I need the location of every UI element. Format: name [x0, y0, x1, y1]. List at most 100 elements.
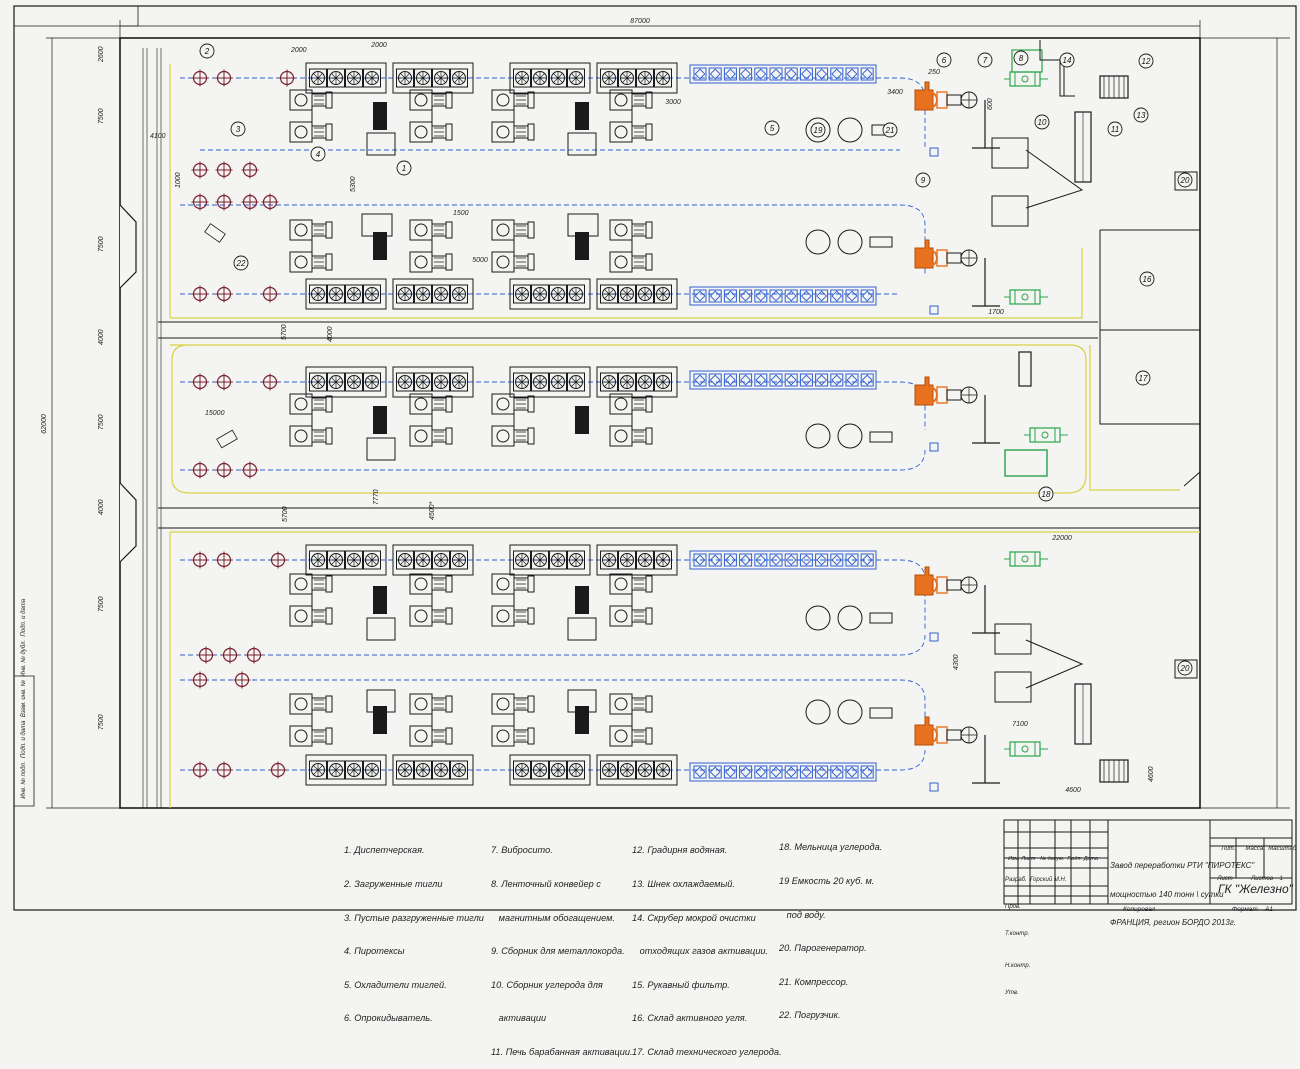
legend-item: 15. Рукавный фильтр. [632, 979, 730, 990]
fan-icon [567, 760, 585, 780]
tb-title-line: мощностью 140 тонн \ сутки [1110, 889, 1224, 899]
dim-text: 4100 [150, 133, 166, 140]
dim-text: 1500 [453, 210, 469, 217]
conveyor-belt [972, 585, 1000, 634]
dim-text: 4000 [98, 499, 105, 515]
cooler-frame [305, 62, 387, 94]
pyrotex-icon [491, 219, 535, 241]
fan-icon [636, 550, 654, 570]
legend-item: 14. Скрубер мокрой очистки [632, 912, 756, 923]
pyrotex-icon [289, 121, 333, 143]
conveyor-cell-icon [784, 67, 798, 81]
tipper-icon [914, 376, 978, 406]
fan-icon [432, 372, 450, 392]
legend-item: 9. Сборник для металлокорда. [491, 946, 625, 957]
legend-item: 4. Пиротексы [344, 946, 405, 957]
fan-icon [327, 284, 345, 304]
callout-bubble [1177, 172, 1193, 188]
pyrotex-icon [409, 121, 453, 143]
legend-item: активации [491, 1013, 547, 1024]
crucible-icon [277, 68, 297, 88]
fan-icon [396, 550, 414, 570]
tb-lit-head: Масштаб [1268, 846, 1297, 852]
pyrotex-core [575, 406, 589, 434]
callout-bubble [1107, 121, 1123, 137]
fan-icon [618, 760, 636, 780]
legend-column-4: 18. Мельница углерода. 19 Емкость 20 куб… [779, 820, 882, 1033]
fan-icon [396, 284, 414, 304]
callout-number: 11 [1111, 125, 1119, 134]
tb-head: Изм. [1008, 856, 1020, 862]
conveyor-cell-icon [799, 67, 813, 81]
dim-text: 2600 [98, 46, 105, 63]
fan-icon [618, 284, 636, 304]
legend-column-3: 12. Градирня водяная. 13. Шнек охлаждаем… [632, 823, 782, 1069]
tb-copied: Копировал [1123, 906, 1156, 913]
fan-icon [513, 68, 531, 88]
tb-role: Н.контр. [1005, 963, 1031, 969]
carbon-collector [991, 137, 1029, 169]
legend-item: 3. Пустые разгруженные тигли [344, 912, 484, 923]
fan-icon [414, 550, 432, 570]
fan-icon [396, 372, 414, 392]
fan-icon [345, 284, 363, 304]
legend-item: 17. Склад технического углерода. [632, 1047, 782, 1058]
callout-bubble [1138, 53, 1154, 69]
crucible-icon [240, 460, 260, 480]
cooler-frame [509, 366, 591, 398]
tb-lit-head: Лит. [1221, 846, 1236, 852]
callout-bubble [810, 122, 826, 138]
pyrotex-icon [289, 425, 333, 447]
dim-text: 3000 [665, 99, 681, 106]
legend-item: 12. Градирня водяная. [632, 845, 728, 856]
fan-icon [513, 550, 531, 570]
fan-icon [600, 760, 618, 780]
callout-number: 20 [1180, 664, 1190, 673]
fan-icon [636, 68, 654, 88]
conveyor-cell-icon [830, 289, 844, 303]
conveyor-cell-icon [815, 373, 829, 387]
conveyor-cell-icon [708, 765, 722, 779]
crucible-icon [214, 550, 234, 570]
pyrotex-core [575, 232, 589, 260]
conveyor-cell-icon [723, 373, 737, 387]
dim-text: 4600 [1148, 766, 1155, 782]
fan-icon [414, 284, 432, 304]
side-stamp-item: Инв. № подл. [21, 761, 27, 799]
pyrotex-icon [609, 251, 653, 273]
conveyor-cell-icon [739, 289, 753, 303]
fan-icon [567, 372, 585, 392]
callout-number: 6 [942, 56, 947, 65]
fan-icon [549, 372, 567, 392]
conveyor-cell-icon [830, 373, 844, 387]
legend-item: 16. Склад активного угля. [632, 1013, 748, 1024]
legend-item: 20. Парогенератор. [779, 943, 867, 954]
pyrotex-core [373, 706, 387, 734]
conveyor-cell-icon [723, 765, 737, 779]
conveyor-cell-icon [708, 553, 722, 567]
tb-head: Дата [1083, 856, 1099, 862]
pyrotex-core [373, 102, 387, 130]
title-block [1003, 819, 1293, 905]
tipper-icon [914, 239, 978, 269]
conveyor-cell-icon [708, 289, 722, 303]
conveyor-cell-icon [845, 373, 859, 387]
tb-head: Подп. [1067, 856, 1083, 862]
cooler-frame [305, 366, 387, 398]
fan-icon [432, 68, 450, 88]
conveyor-cell-icon [693, 289, 707, 303]
crucible-icon [268, 760, 288, 780]
scrubber-duct [1039, 40, 1075, 97]
tb-head: Лист [1021, 856, 1036, 862]
callout-bubble [915, 172, 931, 188]
cooler-frame [596, 62, 678, 94]
callout-number: 16 [1143, 275, 1152, 284]
fan-icon [450, 760, 468, 780]
callout-bubble [233, 255, 249, 271]
pyrotex-icon [289, 725, 333, 747]
pyrotex-core [373, 586, 387, 614]
fan-icon [327, 550, 345, 570]
fan-icon [345, 68, 363, 88]
fan-icon [636, 760, 654, 780]
fan-icon [654, 372, 672, 392]
